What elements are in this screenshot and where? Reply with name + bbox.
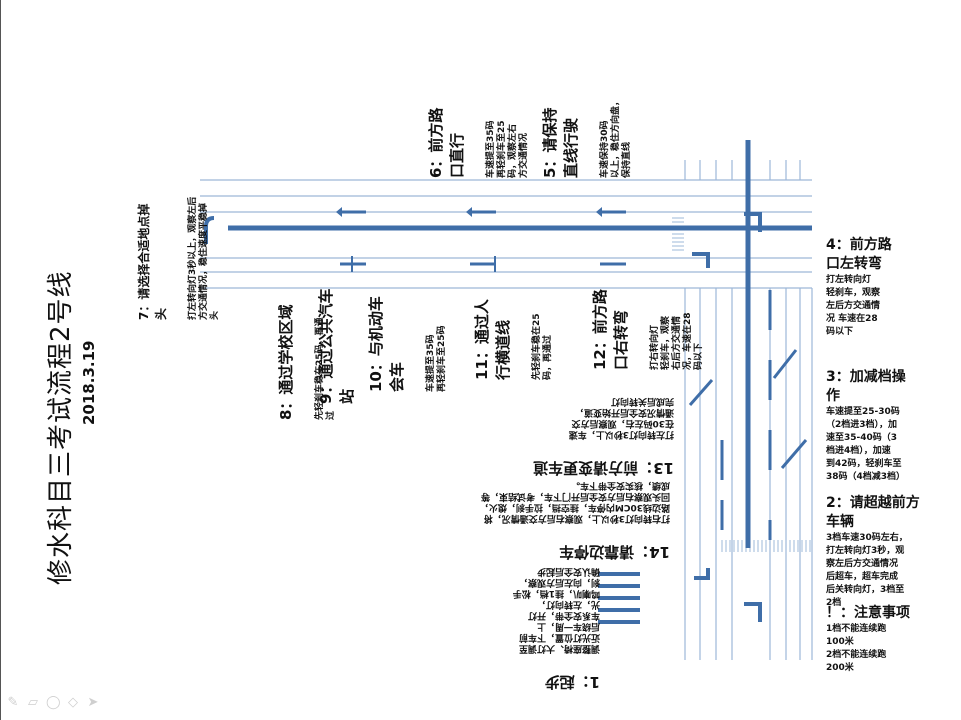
step-10-body: 车速提至35码 再轻刹车至25码 — [426, 325, 447, 392]
step-13-body: 打左转向灯3秒以上，车速 在30码左右，观察后方交 通情况安全后开始变道， 完成… — [568, 396, 674, 439]
step-7-body: 打左转向灯3秒以上，观察左后 方交通情况，稳住速度平稳掉 头 — [188, 196, 220, 320]
step-3-body: 车速提至25-30码 （2档进3档），加 速至35-40码（3 档进4档），加速… — [826, 407, 906, 482]
step-4: 4：前方路 口左转弯 打左转向灯 轻刹车，观察 左后方交通情 况 车速在28 码… — [826, 236, 958, 339]
notes: ！：注意事项 1档不能连续跑 100米 2档不能连续跑 200米 — [826, 604, 958, 675]
page-title: 修水科目三考试流程2号线 — [46, 270, 76, 585]
page-border — [0, 0, 1, 720]
lane-arrow-head — [336, 207, 342, 217]
step-3: 3：加减档操 作 车速提至25-30码 （2档进3档），加 速至35-40码（3… — [826, 368, 958, 484]
step-12-body: 打右转向灯 轻刹车，观察 右后方交通情 况，车速在28 码以下 — [650, 312, 704, 370]
lane-arrow-head — [596, 207, 602, 217]
step-6-heading: 6：前方路 口直行 — [427, 107, 466, 178]
step-12-heading: 12：前方路 口右转弯 — [591, 289, 630, 370]
step-2-body: 3档车速30码左右， 打左转向灯3秒，观 察左后方交通情况 后超车，超车完成 后… — [826, 533, 908, 608]
step-1: 1：起步 调整座椅、大灯调至 近光灯位置，下车前 后绕车一周，上 车系安全带，开… — [470, 546, 600, 712]
lane-arrow-head — [466, 207, 472, 217]
step-1-heading: 1：起步 — [544, 673, 600, 691]
step-10: 10：与机动车 会车 车速提至35码 再轻刹车至25码 — [346, 282, 467, 392]
annotation-toolbar: ✎ ▱ ◯ ◇ ➤ — [6, 696, 100, 710]
step-10-heading: 10：与机动车 会车 — [367, 296, 406, 392]
pointer-icon[interactable]: ➤ — [87, 695, 99, 710]
eraser-icon[interactable]: ▱ — [28, 695, 38, 710]
step-4-heading: 4：前方路 口左转弯 — [826, 237, 892, 272]
step-2-heading: 2：请超越前方 车辆 — [826, 495, 920, 530]
notes-heading: ！：注意事项 — [826, 605, 910, 621]
step-11: 11：通过人 行横道线 先轻刹车稳在25 码，再通过 — [452, 280, 573, 380]
step-12: 12：前方路 口右转弯 打右转向灯 轻刹车，观察 右后方交通情 况，车速在28 … — [570, 280, 724, 370]
step-4-body: 打左转向灯 轻刹车，观察 左后方交通情 况 车速在28 码以下 — [826, 275, 881, 337]
notes-body: 1档不能连续跑 100米 2档不能连续跑 200米 — [826, 624, 887, 673]
step-7-heading: 7：请选择合适地点掉 头 — [137, 203, 168, 320]
lane-change-arrow — [688, 379, 714, 406]
step-7: 7：请选择合适地点掉 头 打左转向灯3秒以上，观察左后 方交通情况，稳住速度平稳… — [116, 150, 240, 320]
step-11-heading: 11：通过人 行横道线 — [473, 299, 512, 380]
right-turn-arrow — [694, 568, 710, 580]
step-3-heading: 3：加减档操 作 — [826, 369, 906, 404]
page-date: 2018.3.19 — [80, 340, 98, 425]
u-turn-arrow — [204, 216, 215, 244]
pen-icon[interactable]: ✎ — [7, 695, 19, 710]
step-14-body: 打右转向灯3秒以上，观察右后方交通情况，将 路边线30CM内停车，挂空挡，拉手刹… — [479, 480, 670, 523]
lane-change-arrow — [772, 349, 798, 379]
step-8-heading: 8：通过学校区域 — [277, 304, 295, 420]
left-turn-arrow — [744, 602, 762, 622]
step-5-heading: 5：请保持 直线行驶 — [541, 107, 580, 178]
right-turn-arrow — [692, 252, 710, 268]
step-5: 5：请保持 直线行驶 车速保持30码 以上，稳住方向盘， 保持直线 — [520, 97, 652, 178]
highlighter-icon[interactable]: ◇ — [68, 695, 78, 710]
step-5-body: 车速保持30码 以上，稳住方向盘， 保持直线 — [600, 96, 632, 178]
step-1-body: 调整座椅、大灯调至 近光灯位置，下车前 后绕车一周，上 车系安全带，开灯 光，左… — [512, 566, 600, 653]
lane-change-arrow — [780, 439, 808, 469]
lasso-icon[interactable]: ◯ — [46, 695, 61, 710]
step-11-body: 先轻刹车稳在25 码，再通过 — [532, 313, 553, 380]
left-turn-arrow — [744, 212, 762, 232]
step-2: 2：请超越前方 车辆 3档车速30码左右， 打左转向灯3秒，观 察左后方交通情况… — [826, 494, 960, 610]
